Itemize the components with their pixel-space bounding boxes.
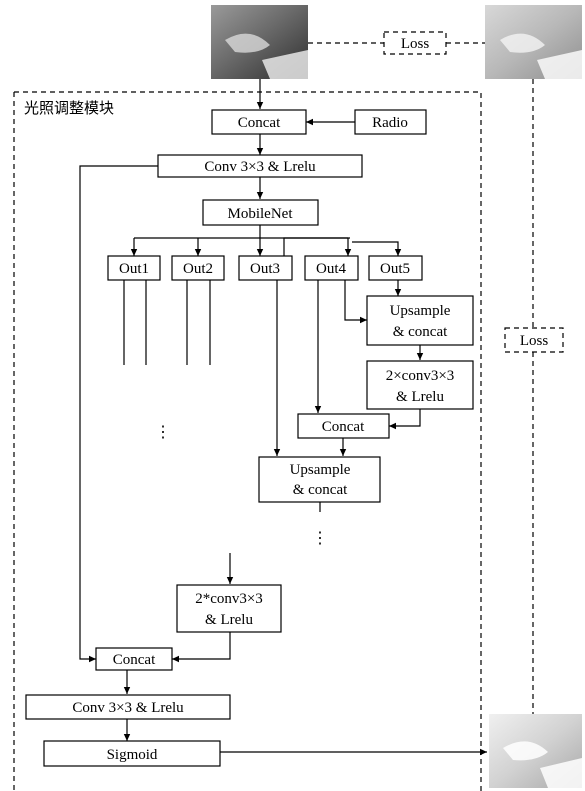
ellipsis-mid: ⋮ [312,530,328,547]
upsample1-line1: Upsample [390,303,451,319]
sigmoid-node: Sigmoid [43,740,221,767]
concat-mid-label: Concat [322,419,365,435]
conv2star-line1: 2*conv3×3 [195,591,263,607]
edge-out4-upsample1 [344,280,367,324]
conv-bottom-node: Conv 3×3 & Lrelu [25,694,231,720]
ellipsis-left: ⋮ [155,424,171,441]
upsample1-line2: & concat [393,324,448,340]
upsample2-node: Upsample & concat [258,456,381,503]
upsample2-line2: & concat [293,482,348,498]
concat-mid-node: Concat [297,413,390,439]
module-border [14,91,482,791]
out1-node: Out1 [107,255,161,281]
edge-skip-conv-concatbottom [79,165,158,663]
radio-label: Radio [372,115,408,131]
loss-right-label: Loss [520,333,549,349]
upsample1-node: Upsample & concat [366,295,474,346]
conv-top-node: Conv 3×3 & Lrelu [157,154,363,178]
loss-top-box [383,31,447,55]
concat-bottom-node: Concat [95,647,173,671]
out5-node: Out5 [368,255,423,281]
mobilenet-node: MobileNet [202,199,319,226]
conv2star-line2: & Lrelu [205,612,253,628]
concat-top-label: Concat [238,115,281,131]
bus-connector [283,237,350,256]
loss-top-label: Loss [401,36,430,52]
out4-label: Out4 [316,261,347,277]
out4-node: Out4 [304,255,359,281]
edge-conv2x-concatmid [389,409,421,430]
conv2x-node: 2×conv3×3 & Lrelu [366,360,474,410]
target-image [485,5,582,79]
module-title: 光照调整模块 [24,99,114,117]
output-image [489,714,582,788]
concat-top-node: Concat [211,109,307,135]
edge-bus-out5 [352,241,402,256]
conv-top-label: Conv 3×3 & Lrelu [204,159,316,175]
upsample2-line1: Upsample [290,462,351,478]
out1-label: Out1 [119,261,149,277]
mobilenet-label: MobileNet [228,206,294,222]
edge-conv2star-concatbottom [172,632,231,663]
out3-node: Out3 [238,255,293,281]
conv2x-line2: & Lrelu [396,389,444,405]
conv-bottom-label: Conv 3×3 & Lrelu [72,700,184,716]
conv2x-line1: 2×conv3×3 [386,368,455,384]
out2-node: Out2 [171,255,225,281]
conv2star-node: 2*conv3×3 & Lrelu [176,584,282,633]
concat-bottom-label: Concat [113,652,156,668]
out3-label: Out3 [250,261,280,277]
out2-label: Out2 [183,261,213,277]
radio-node: Radio [354,109,427,135]
sigmoid-label: Sigmoid [107,747,158,763]
out5-label: Out5 [380,261,410,277]
loss-right-box [504,327,564,353]
input-image [211,5,308,79]
